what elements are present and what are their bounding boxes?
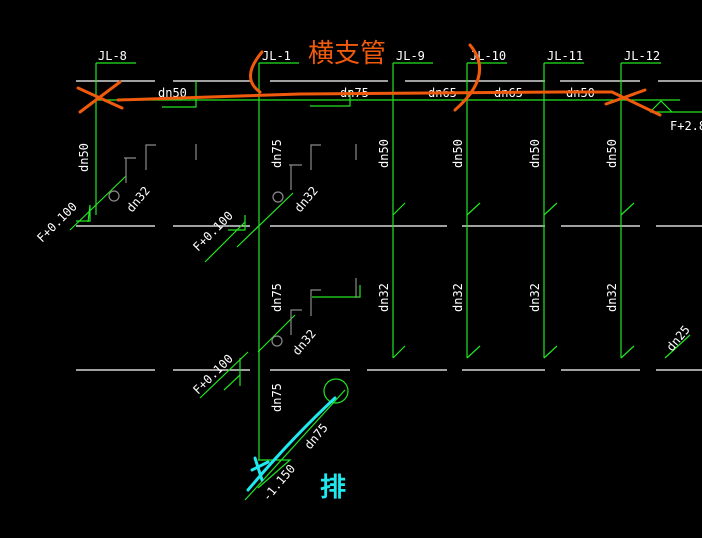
pipes bbox=[69, 62, 702, 501]
pipe-size: dn50 bbox=[605, 139, 619, 168]
pipe-size: dn50 bbox=[528, 139, 542, 168]
pipe-size: dn32 bbox=[605, 283, 619, 312]
elevation-label: F+2.8 bbox=[670, 119, 702, 133]
pipe-size: dn32 bbox=[124, 184, 153, 215]
riser-labels: JL-8 JL-1 JL-9 JL-10 JL-11 JL-12 bbox=[98, 49, 660, 63]
elevation-label: F+0.100 bbox=[190, 208, 236, 254]
handwritten-annotation: 横支管 bbox=[308, 39, 386, 69]
pipe-size: dn32 bbox=[451, 283, 465, 312]
riser-sizes: dn50 dn75 dn50 dn50 dn50 dn50 dn75 dn32 … bbox=[77, 139, 619, 412]
pipe-size: dn50 bbox=[377, 139, 391, 168]
pipe-size: dn75 bbox=[270, 139, 284, 168]
riser-label: JL-11 bbox=[547, 49, 583, 63]
riser-label: JL-1 bbox=[262, 49, 291, 63]
elevation-label: F+0.100 bbox=[190, 351, 236, 397]
riser-label: JL-9 bbox=[396, 49, 425, 63]
pipe-size: dn75 bbox=[270, 283, 284, 312]
riser-label: JL-8 bbox=[98, 49, 127, 63]
markup-cyan: 排 bbox=[246, 396, 346, 503]
pipe-size: dn50 bbox=[77, 143, 91, 172]
pipe-size: dn32 bbox=[292, 184, 321, 215]
pipe-size: dn32 bbox=[528, 283, 542, 312]
markup-orange: 横支管 bbox=[76, 39, 662, 117]
pipe-size: dn25 bbox=[664, 323, 693, 354]
branch-sizes: dn32 dn32 dn32 dn75 dn25 F+0.100 F+0.100… bbox=[34, 119, 702, 504]
fittings bbox=[108, 144, 357, 347]
pipe-size: dn32 bbox=[377, 283, 391, 312]
handwritten-annotation: 排 bbox=[320, 473, 346, 503]
riser-label: JL-12 bbox=[624, 49, 660, 63]
elevation-label: F+0.100 bbox=[34, 199, 80, 245]
grid-lines bbox=[76, 80, 702, 371]
pipe-size: dn50 bbox=[451, 139, 465, 168]
pipe-size: dn32 bbox=[290, 327, 319, 358]
pipe-size: dn75 bbox=[270, 383, 284, 412]
